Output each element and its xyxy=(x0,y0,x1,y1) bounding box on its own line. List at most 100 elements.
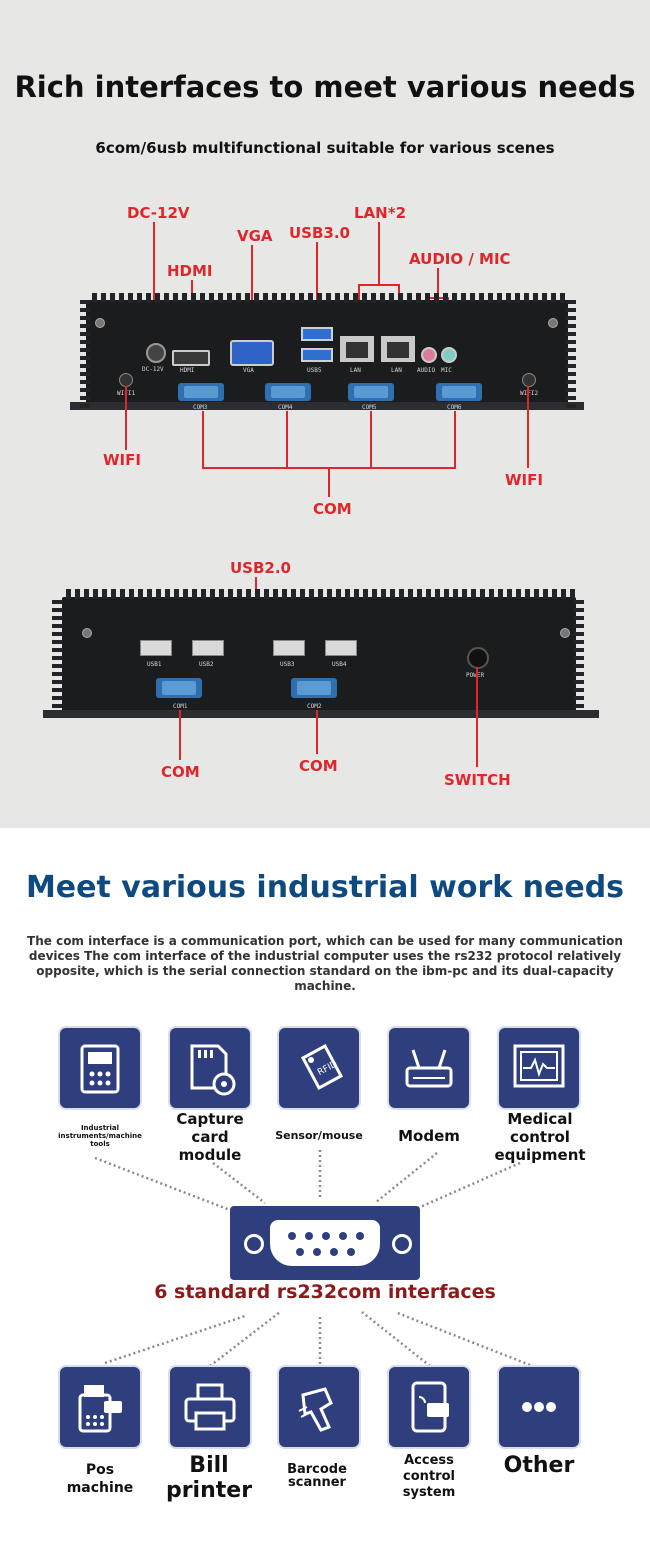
label-vga: VGA xyxy=(237,227,273,245)
heatsink-fin xyxy=(380,293,385,303)
svg-text:RFID: RFID xyxy=(316,1059,339,1078)
heatsink-fin xyxy=(443,293,448,303)
barcode-scanner-icon xyxy=(279,1367,359,1447)
connector-pin xyxy=(322,1232,330,1240)
heatsink-fin xyxy=(52,704,62,708)
heatsink-fin xyxy=(299,293,304,303)
heatsink-fin xyxy=(574,688,584,692)
heatsink-fin xyxy=(52,648,62,652)
label-com: COM xyxy=(313,500,352,518)
heatsink-fin xyxy=(452,293,457,303)
audio-jack-icon xyxy=(421,347,437,363)
usb4-port-icon xyxy=(325,640,357,656)
label-bill-printer: Bill printer xyxy=(165,1453,253,1503)
heatsink-fin xyxy=(389,293,394,303)
heatsink-fin xyxy=(80,364,90,368)
port-mic: MIC xyxy=(441,367,452,374)
label-access: Access control system xyxy=(402,1453,456,1500)
heatsink-fin xyxy=(300,589,305,599)
connection-lines xyxy=(94,1150,531,1367)
heatsink-fin xyxy=(52,600,62,604)
heatsink-fin xyxy=(80,324,90,328)
port-dc: DC-12V xyxy=(142,366,164,373)
label-hdmi: HDMI xyxy=(167,262,213,280)
heatsink-fin xyxy=(52,696,62,700)
heatsink-fin xyxy=(80,388,90,392)
heatsink-fin xyxy=(80,332,90,336)
heatsink-fin xyxy=(560,293,565,303)
heatsink-fin xyxy=(52,688,62,692)
heatsink-fin xyxy=(209,293,214,303)
heatsink-fin xyxy=(128,293,133,303)
heatsink-fin xyxy=(566,404,576,408)
heatsink-fin xyxy=(566,388,576,392)
rfid-tag-icon: RFID xyxy=(279,1028,359,1108)
heatsink-fin xyxy=(52,632,62,636)
heatsink-fin xyxy=(52,656,62,660)
label-audio: AUDIO / MIC xyxy=(409,250,511,268)
heatsink-fin xyxy=(353,293,358,303)
heatsink-fin xyxy=(574,704,584,708)
heatsink-fin xyxy=(574,648,584,652)
heatsink-fin xyxy=(488,293,493,303)
com5-port-icon xyxy=(348,383,394,401)
heatsink-fin xyxy=(525,589,530,599)
heatsink-fin xyxy=(273,589,278,599)
power-button-icon xyxy=(467,647,489,669)
heatsink-fin xyxy=(566,340,576,344)
heatsink-fin xyxy=(308,293,313,303)
heatsink-fin xyxy=(574,632,584,636)
heatsink-fin xyxy=(201,589,206,599)
heatsink-fin xyxy=(281,293,286,303)
heatsink-fin xyxy=(182,293,187,303)
heatsink-fin xyxy=(101,293,106,303)
heatsink-fin xyxy=(192,589,197,599)
heatsink-fin xyxy=(80,340,90,344)
connector-pin xyxy=(347,1248,355,1256)
usb3-back-port-icon xyxy=(273,640,305,656)
heatsink-fin xyxy=(318,589,323,599)
router-icon xyxy=(389,1028,469,1108)
heatsink-fin xyxy=(183,589,188,599)
heatsink-fin xyxy=(80,396,90,400)
heatsink-fin xyxy=(552,589,557,599)
heatsink-fin xyxy=(566,356,576,360)
heatsink-fin xyxy=(489,589,494,599)
heatsink-fin xyxy=(344,293,349,303)
heatsink-fin xyxy=(498,589,503,599)
heatsink-fin xyxy=(345,589,350,599)
heatsink-fin xyxy=(146,293,151,303)
label-barcode: Barcode scanner xyxy=(287,1462,347,1490)
connector-pin xyxy=(296,1248,304,1256)
heatsink-fin xyxy=(551,293,556,303)
heatsink-fin xyxy=(92,293,97,303)
heatsink-fin xyxy=(416,293,421,303)
heatsink-fin xyxy=(534,589,539,599)
label-pos: Pos machine xyxy=(66,1462,134,1496)
heatsink-fin xyxy=(129,589,134,599)
heatsink-fin xyxy=(381,589,386,599)
heatsink-fin xyxy=(335,293,340,303)
heatsink-fin xyxy=(533,293,538,303)
lan-port-icon xyxy=(381,336,415,362)
heatsink-fin xyxy=(434,293,439,303)
com2-port-icon xyxy=(291,678,337,698)
heatsink-fin xyxy=(461,293,466,303)
port-hdmi: HDMI xyxy=(180,367,195,374)
heatsink-fin xyxy=(218,293,223,303)
vga-port-icon xyxy=(230,340,274,366)
heatsink-fin xyxy=(52,680,62,684)
label-capture-card: Capture card module xyxy=(176,1110,244,1164)
label-medical: Medical control equipment xyxy=(494,1110,586,1164)
connector-pin xyxy=(356,1232,364,1240)
heatsink-fin xyxy=(93,589,98,599)
heatsink-fin xyxy=(236,293,241,303)
port-usb: USB5 xyxy=(307,367,322,374)
heatsink-fin xyxy=(52,624,62,628)
label-modem: Modem xyxy=(398,1127,460,1145)
heatsink-fin xyxy=(506,293,511,303)
heatsink-fin xyxy=(326,293,331,303)
heatsink-fin xyxy=(543,589,548,599)
heatsink-fin xyxy=(228,589,233,599)
heatsink-fin xyxy=(156,589,161,599)
